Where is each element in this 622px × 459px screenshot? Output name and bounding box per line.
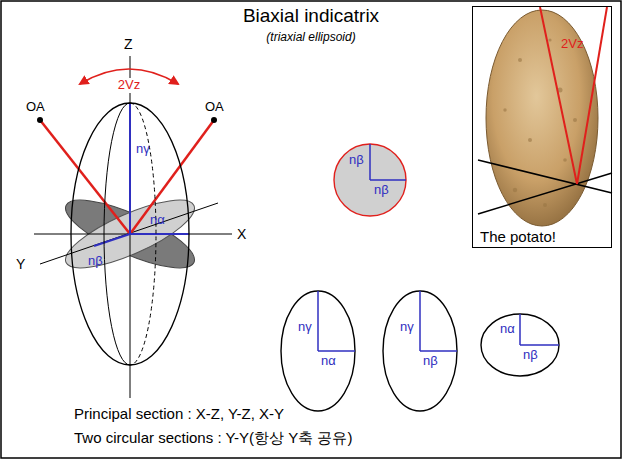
index-line: [129, 103, 131, 234]
index-label: 2Vz: [561, 37, 583, 52]
caption-label: The potato!: [478, 228, 558, 245]
ellipsoid-outline: [71, 103, 189, 365]
index-label: nβ: [88, 254, 103, 269]
index-label: nγ: [400, 320, 414, 335]
index-label: nβ: [349, 153, 364, 168]
principal-section: nγ nβ: [382, 290, 458, 412]
z-axis: [130, 56, 131, 398]
optic-axis: [540, 7, 577, 184]
axis-name: Z: [124, 36, 133, 52]
index-label: nγ: [136, 142, 150, 157]
meridian-hidden: [130, 103, 156, 365]
angle-label: 2Vz: [116, 78, 142, 93]
optic-axis: [577, 7, 607, 184]
index-line: [94, 234, 130, 246]
axis-name: X: [237, 226, 246, 242]
section-trace: [478, 173, 612, 214]
index-line: [130, 233, 189, 235]
shape-outline: [382, 290, 458, 412]
x-axis: [34, 234, 232, 235]
shape-outline: [280, 290, 356, 412]
index-line: [420, 350, 457, 352]
circular-section: nβnβ: [333, 143, 407, 217]
section-outline: [383, 291, 457, 411]
potato-frame: 2VzThe potato!: [472, 6, 612, 248]
index-label: nα: [321, 354, 336, 369]
optic-axis: [40, 120, 130, 234]
index-label: nγ: [298, 320, 312, 335]
optic-axis-name: OA: [205, 100, 224, 115]
index-line: [519, 314, 521, 345]
section-outline: [281, 291, 355, 411]
index-line: [369, 144, 371, 180]
index-label: nβ: [374, 183, 389, 198]
index-label: nβ: [423, 354, 438, 369]
meridian: [104, 103, 130, 365]
index-label: nα: [150, 213, 165, 228]
section-outline: [481, 314, 559, 376]
optic-axis-name: OA: [26, 100, 45, 115]
shape-outline: [333, 143, 407, 217]
note: Two circular sections : Y-Y(항상 Y축 공유): [74, 429, 352, 446]
index-line: [419, 291, 421, 351]
index-line: [520, 344, 559, 346]
indicatrix-ellipsoid: nγ nα nβ: [70, 102, 190, 366]
index-label: nβ: [523, 348, 538, 363]
potato-picture: [486, 10, 598, 226]
principal-section: nαnβ: [480, 313, 560, 377]
axis-name: Y: [16, 256, 25, 272]
note: Principal section : X-Z, Y-Z, X-Y: [74, 405, 284, 422]
title: Biaxial indicatrix: [243, 5, 379, 27]
index-label: nα: [500, 322, 515, 337]
index-line: [370, 179, 406, 181]
section-trace: [478, 160, 612, 193]
section-outline: [334, 144, 406, 216]
subtitle: (triaxial ellipsoid): [266, 31, 355, 45]
shape-outline: [480, 313, 560, 377]
index-line: [318, 350, 355, 352]
index-line: [317, 291, 319, 351]
optic-axis-point: [37, 117, 43, 123]
optic-axis: [130, 120, 214, 234]
shape-outline: [70, 102, 190, 366]
principal-section: nγ nα: [280, 290, 356, 412]
optic-axis-point: [211, 117, 217, 123]
